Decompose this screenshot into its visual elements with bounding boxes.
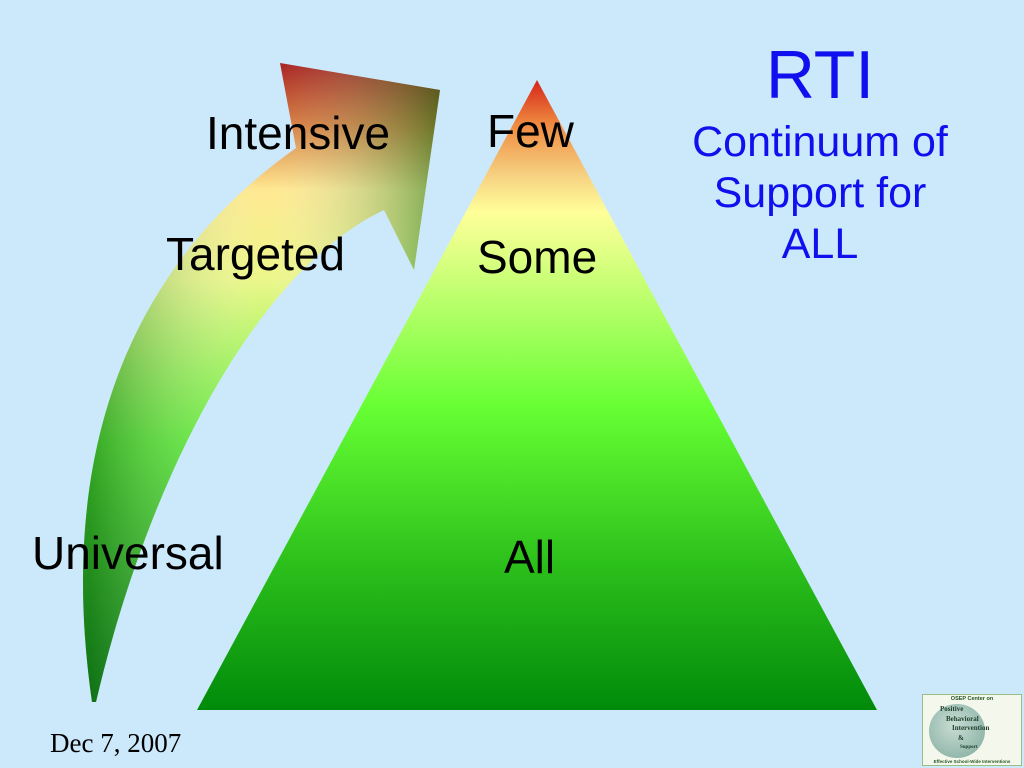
footer-date: Dec 7, 2007 [50,728,182,758]
title-line-3: ALL [781,219,859,268]
title-line-1: Continuum of [692,118,948,167]
logo-line-support: Support [960,745,978,750]
logo-line-amp: & [958,733,964,742]
label-intensive: Intensive [206,107,391,159]
title-main: RTI [765,37,875,113]
support-arrow-shading [83,63,440,702]
title-line-2: Support for [713,169,927,218]
pbis-logo: OSEP Center on Positive Behavioral Inter… [922,694,1022,766]
label-targeted: Targeted [166,228,346,280]
logo-letters: Positive Behavioral Intervention & Suppo… [940,705,1021,753]
logo-bottom-text: Effective School-Wide Interventions [933,759,1011,764]
label-few: Few [487,105,574,157]
label-all: All [504,531,556,583]
tier-pyramid [197,80,877,710]
logo-line-positive: Positive [940,705,964,713]
logo-circle [929,704,985,758]
label-universal: Universal [32,527,224,579]
logo-line-behavioral: Behavioral [946,714,979,723]
label-some: Some [477,231,598,283]
logo-top-text: OSEP Center on [950,696,994,702]
slide-title: RTI Continuum of Support for ALL [640,37,1000,270]
logo-line-intervention: Intervention [952,724,990,732]
